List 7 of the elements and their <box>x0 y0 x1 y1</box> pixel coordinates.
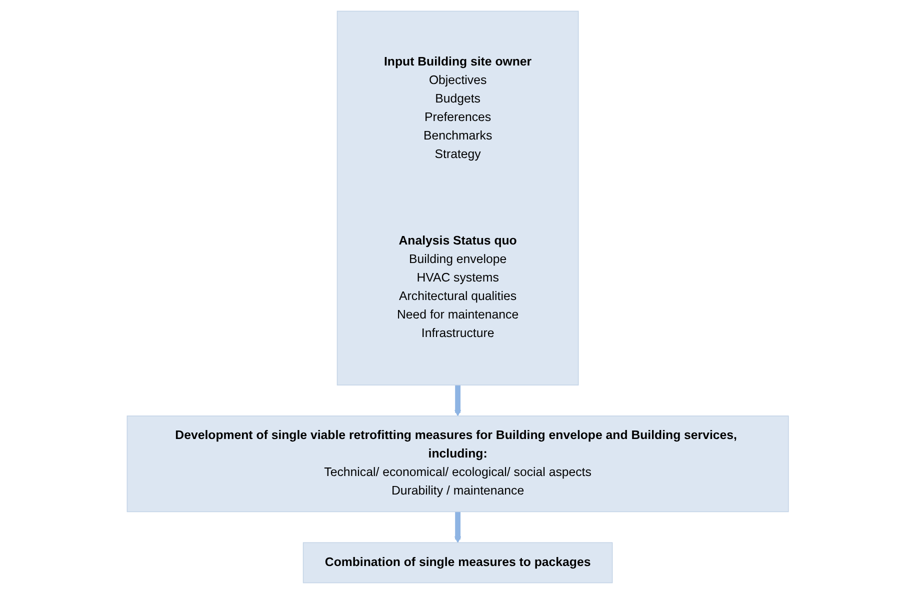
node-text: Analysis Status quo Building envelope HVAC systems Architectural qualities Need for maintenance Infrastructure <box>396 234 518 340</box>
node-text: Input Building site owner Objectives Budgets Preferences Benchmarks Strategy <box>384 55 532 162</box>
arrow <box>454 512 461 543</box>
arrow <box>454 384 461 416</box>
cluster <box>336 10 578 386</box>
node-box: Combination of single measures to packages <box>302 542 612 584</box>
node-box: Development of single viable retrofitting measures for Building envelope and Building services, including: Technical/ economical/ ecological/ social aspects Durability / maintenance <box>126 416 788 512</box>
